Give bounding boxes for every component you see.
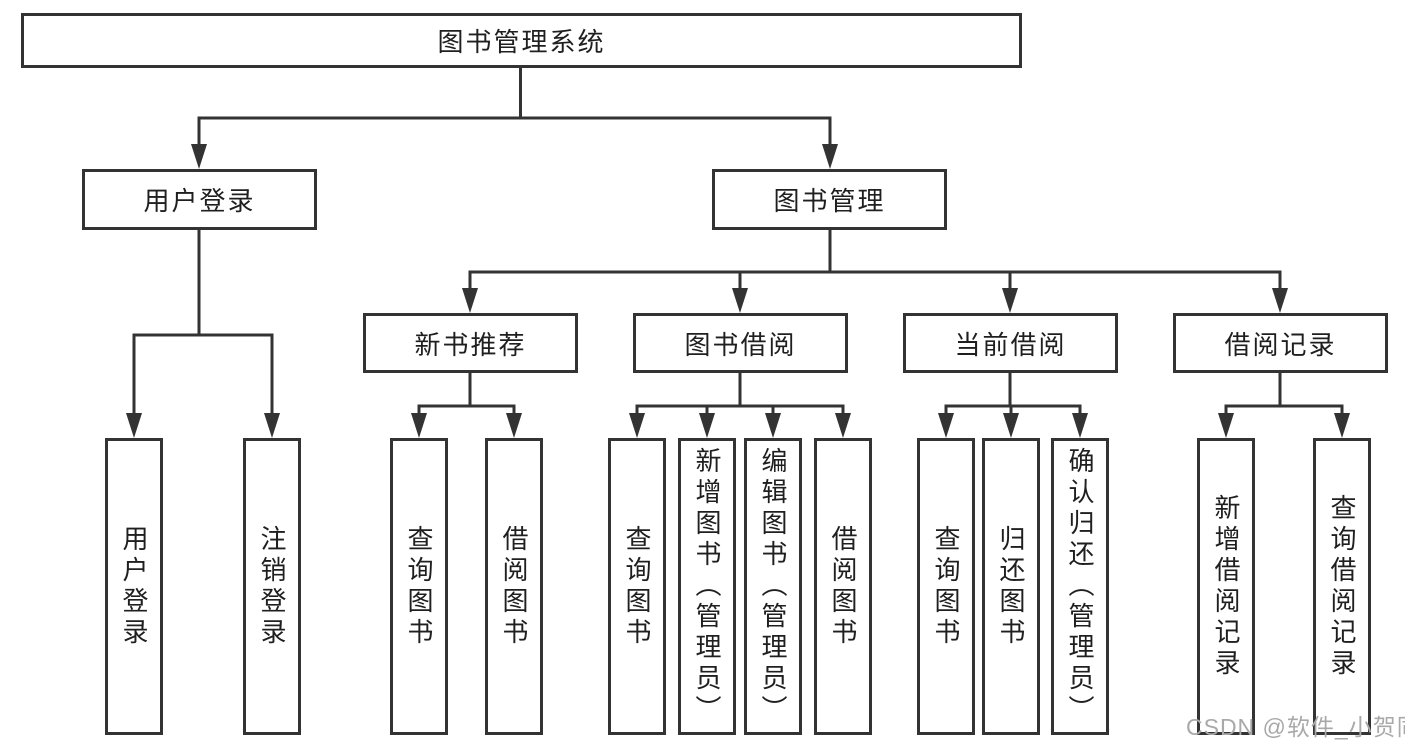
arrowhead: [506, 413, 522, 438]
leaf-label: 新增借阅记录: [1211, 493, 1241, 680]
module-box-borrowing-records: 借阅记录: [1173, 313, 1388, 373]
arrowhead: [1272, 288, 1288, 313]
csdn-watermark: CSDN @软件_小贺同学: [1186, 714, 1405, 740]
leaf-box-add-borrow-record: 新增借阅记录: [1197, 438, 1255, 735]
arrowhead: [462, 288, 478, 313]
leaf-box-query-borrow-record: 查询借阅记录: [1313, 438, 1371, 735]
leaf-label: 借阅图书: [499, 524, 529, 649]
leaf-label: 新增图书（管理员）: [692, 447, 722, 726]
leaf-label: 查询借阅记录: [1327, 493, 1357, 680]
arrowhead: [699, 413, 715, 438]
arrowhead: [629, 413, 645, 438]
leaf-box-return-books: 归还图书: [982, 438, 1040, 735]
arrowhead: [1003, 413, 1019, 438]
leaf-box-query-books-2: 查询图书: [608, 438, 666, 735]
root-box-library-management-system: 图书管理系统: [21, 13, 1022, 68]
leaf-label: 查询图书: [622, 524, 652, 649]
branch-label: 用户登录: [143, 186, 256, 216]
arrowhead: [732, 288, 748, 313]
leaf-box-edit-books-admin: 编辑图书（管理员）: [744, 438, 802, 735]
leaf-box-confirm-return-admin: 确认归还（管理员）: [1051, 438, 1109, 735]
leaf-label: 查询图书: [931, 524, 961, 649]
arrowheads: [126, 144, 1350, 438]
module-box-current-borrowing: 当前借阅: [903, 313, 1118, 373]
leaf-box-user-login: 用户登录: [105, 438, 163, 735]
module-label: 借阅记录: [1224, 329, 1337, 360]
leaf-box-logout: 注销登录: [243, 438, 301, 735]
leaf-label: 归还图书: [996, 524, 1026, 649]
leaf-label: 编辑图书（管理员）: [758, 447, 788, 726]
leaf-label: 用户登录: [119, 524, 149, 649]
leaf-box-add-books-admin: 新增图书（管理员）: [678, 438, 736, 735]
module-label: 新书推荐: [414, 329, 527, 360]
branch-label: 图书管理: [773, 186, 886, 216]
arrowhead: [1072, 413, 1088, 438]
module-label: 图书借阅: [684, 329, 797, 360]
module-box-new-book-recommend: 新书推荐: [363, 313, 578, 373]
arrowhead: [835, 413, 851, 438]
module-box-book-borrowing: 图书借阅: [633, 313, 848, 373]
arrowhead: [1218, 413, 1234, 438]
leaf-label: 查询图书: [404, 524, 434, 649]
leaf-box-query-books-3: 查询图书: [917, 438, 975, 735]
arrowhead: [765, 413, 781, 438]
arrowhead: [822, 144, 838, 169]
leaf-box-query-books-1: 查询图书: [390, 438, 448, 735]
root-label: 图书管理系统: [437, 27, 606, 57]
arrowhead: [264, 413, 280, 438]
leaf-label: 借阅图书: [828, 524, 858, 649]
arrowhead: [938, 413, 954, 438]
leaf-label: 注销登录: [257, 524, 287, 649]
arrowhead: [411, 413, 427, 438]
arrowhead: [1002, 288, 1018, 313]
branch-box-user-login: 用户登录: [82, 169, 317, 230]
arrowhead: [1334, 413, 1350, 438]
leaf-box-borrow-books-1: 借阅图书: [485, 438, 543, 735]
arrowhead: [126, 413, 142, 438]
arrowhead: [191, 144, 207, 169]
leaf-box-borrow-books-2: 借阅图书: [814, 438, 872, 735]
module-label: 当前借阅: [954, 329, 1067, 360]
connector-lines: [132, 66, 1344, 416]
branch-box-book-management: 图书管理: [712, 169, 947, 230]
leaf-label: 确认归还（管理员）: [1065, 447, 1095, 726]
